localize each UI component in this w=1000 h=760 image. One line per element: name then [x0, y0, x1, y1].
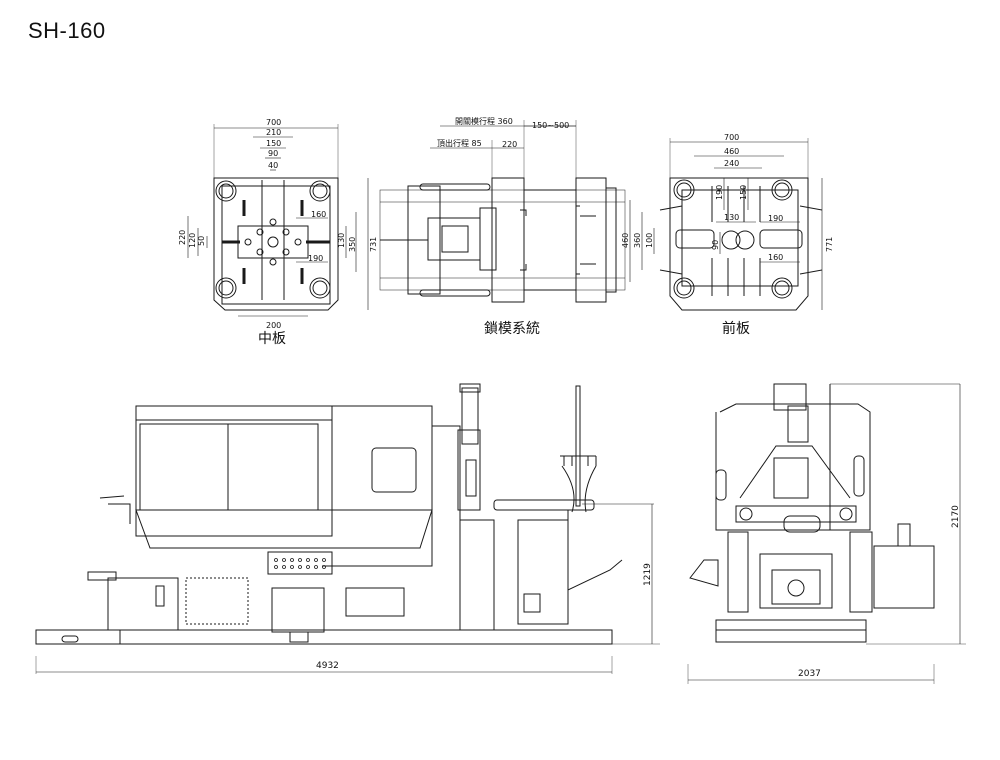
locking-system-view — [379, 120, 626, 303]
dim-190: 190 — [308, 254, 323, 263]
dim-240-front: 240 — [724, 159, 739, 168]
dim-460-front: 460 — [724, 147, 739, 156]
dim-200: 200 — [266, 321, 281, 330]
middle-plate-dimensions: 700 210 150 90 40 160 190 200 220 120 50… — [178, 118, 378, 330]
dim-150: 150 — [266, 139, 281, 148]
model-title: SH-160 — [28, 18, 106, 43]
dim-220-lock: 220 — [502, 140, 517, 149]
dim-350: 350 — [348, 237, 357, 252]
dim-210: 210 — [266, 128, 281, 137]
dim-40: 40 — [268, 161, 278, 170]
dim-2170: 2170 — [951, 505, 961, 528]
dim-771-front: 771 — [825, 237, 834, 252]
dim-130: 130 — [337, 233, 346, 248]
front-plate-dimensions: 700 460 240 190 150 130 190 160 90 460 3… — [621, 133, 834, 262]
dim-220: 220 — [178, 230, 187, 245]
dim-700: 700 — [266, 118, 281, 127]
side-view-dimensions: 4932 1219 — [316, 563, 653, 671]
dim-4932: 4932 — [316, 661, 339, 671]
side-elevation-view — [35, 383, 660, 674]
dim-stroke-range: 150~500 — [532, 121, 569, 130]
front-plate-view — [629, 138, 823, 311]
dim-90: 90 — [268, 149, 278, 158]
end-view-dimensions: 2037 2170 — [798, 505, 961, 679]
dim-50: 50 — [197, 236, 206, 246]
dim-150-front-v: 150 — [739, 185, 748, 200]
dim-160-front: 160 — [768, 253, 783, 262]
dim-190-front: 190 — [768, 214, 783, 223]
middle-plate-caption: 中板 — [258, 331, 286, 347]
dim-open-stroke: 開關模行程 360 — [455, 116, 513, 126]
locking-system-dimensions: 開關模行程 360 150~500 頂出行程 85 220 — [437, 116, 569, 149]
middle-plate-view — [187, 124, 369, 317]
dim-1219: 1219 — [643, 563, 653, 586]
dim-eject-stroke: 頂出行程 85 — [437, 138, 482, 148]
dim-700-front: 700 — [724, 133, 739, 142]
dim-731: 731 — [369, 237, 378, 252]
dim-2037: 2037 — [798, 669, 821, 679]
end-elevation-view — [687, 383, 966, 684]
dim-100-front-v: 100 — [645, 233, 654, 248]
dim-120: 120 — [188, 233, 197, 248]
dim-90-front: 90 — [711, 240, 720, 250]
dim-360-front-v: 360 — [633, 233, 642, 248]
dim-190-front-v: 190 — [715, 185, 724, 200]
front-plate-caption: 前板 — [722, 320, 750, 337]
dim-160: 160 — [311, 210, 326, 219]
dim-460-front-v: 460 — [621, 233, 630, 248]
dim-130-front: 130 — [724, 213, 739, 222]
locking-system-caption: 鎖模系統 — [484, 321, 540, 337]
